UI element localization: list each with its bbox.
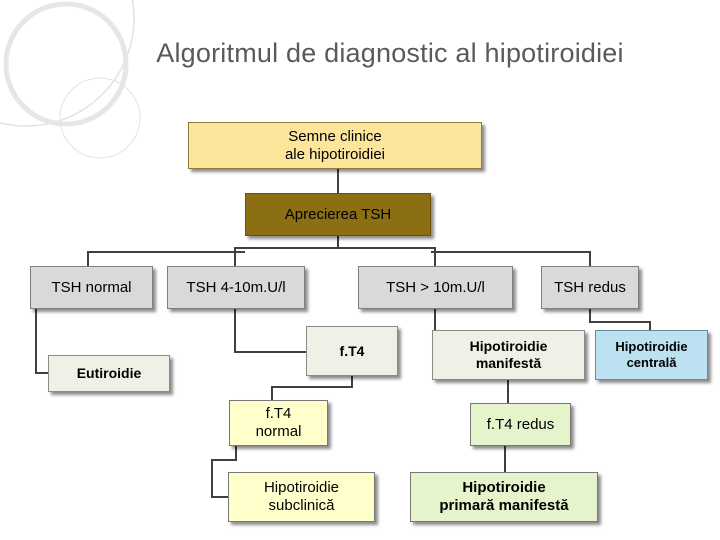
node-tsh-normal: TSH normal (30, 266, 153, 309)
connector-aprecierea-tsh-4-10 (234, 236, 339, 266)
node-tsh-redus: TSH redus (541, 266, 639, 309)
node-semne-line-2: ale hipotiroidiei (284, 145, 386, 163)
node-ft4-normal-line-1: f.T4 (265, 405, 292, 422)
connector-tsh-redus-centrala (589, 309, 651, 330)
connector-ft4-ft4-normal (271, 376, 353, 400)
node-subclinica-line-2: subclinică (268, 497, 335, 514)
connector-aprecierea-tsh-redus (431, 251, 591, 266)
node-ft4: f.T4 (306, 326, 398, 376)
connector-ft4-normal-subclinica (211, 446, 237, 498)
node-tsh-4-10: TSH 4-10m.U/l (167, 266, 305, 309)
node-hipotiroidie-centrala: Hipotiroidie centrală (595, 330, 708, 380)
node-eutiroidie: Eutiroidie (48, 355, 170, 392)
node-hipotiroidie-primara: Hipotiroidie primară manifestă (410, 472, 598, 522)
node-semne-clinice: Semne clinice ale hipotiroidiei (188, 122, 482, 169)
node-ft4-normal: f.T4 normal (229, 400, 328, 446)
node-centrala-line-2: centrală (626, 355, 677, 370)
node-ft4-redus: f.T4 redus (470, 403, 571, 446)
node-primara-line-2: primară manifestă (439, 497, 569, 514)
node-semne-line-1: Semne clinice (288, 127, 382, 145)
node-hipotiroidie-manifesta: Hipotiroidie manifestă (432, 330, 585, 380)
connector-tsh-normal-eutiroidie (35, 309, 48, 374)
node-centrala-line-1: Hipotiroidie (615, 339, 688, 355)
node-subclinica-line-1: Hipotiroidie (263, 479, 340, 496)
page-title: Algoritmul de diagnostic al hipotiroidie… (156, 38, 624, 68)
node-manifesta-line-2: manifestă (475, 355, 542, 371)
node-manifesta-line-1: Hipotiroidie (469, 338, 548, 355)
node-primara-line-1: Hipotiroidie (462, 479, 546, 496)
connector-tsh-4-10-ft4 (234, 309, 306, 353)
connector-aprecierea-tsh-normal (87, 251, 245, 266)
connector-aprecierea-tsh-over-10 (338, 247, 436, 266)
node-hipotiroidie-subclinica: Hipotiroidie subclinică (228, 472, 375, 522)
node-ft4-normal-line-2: normal (255, 423, 302, 440)
node-aprecierea-tsh: Aprecierea TSH (245, 193, 431, 236)
node-tsh-over-10: TSH > 10m.U/l (358, 266, 513, 309)
